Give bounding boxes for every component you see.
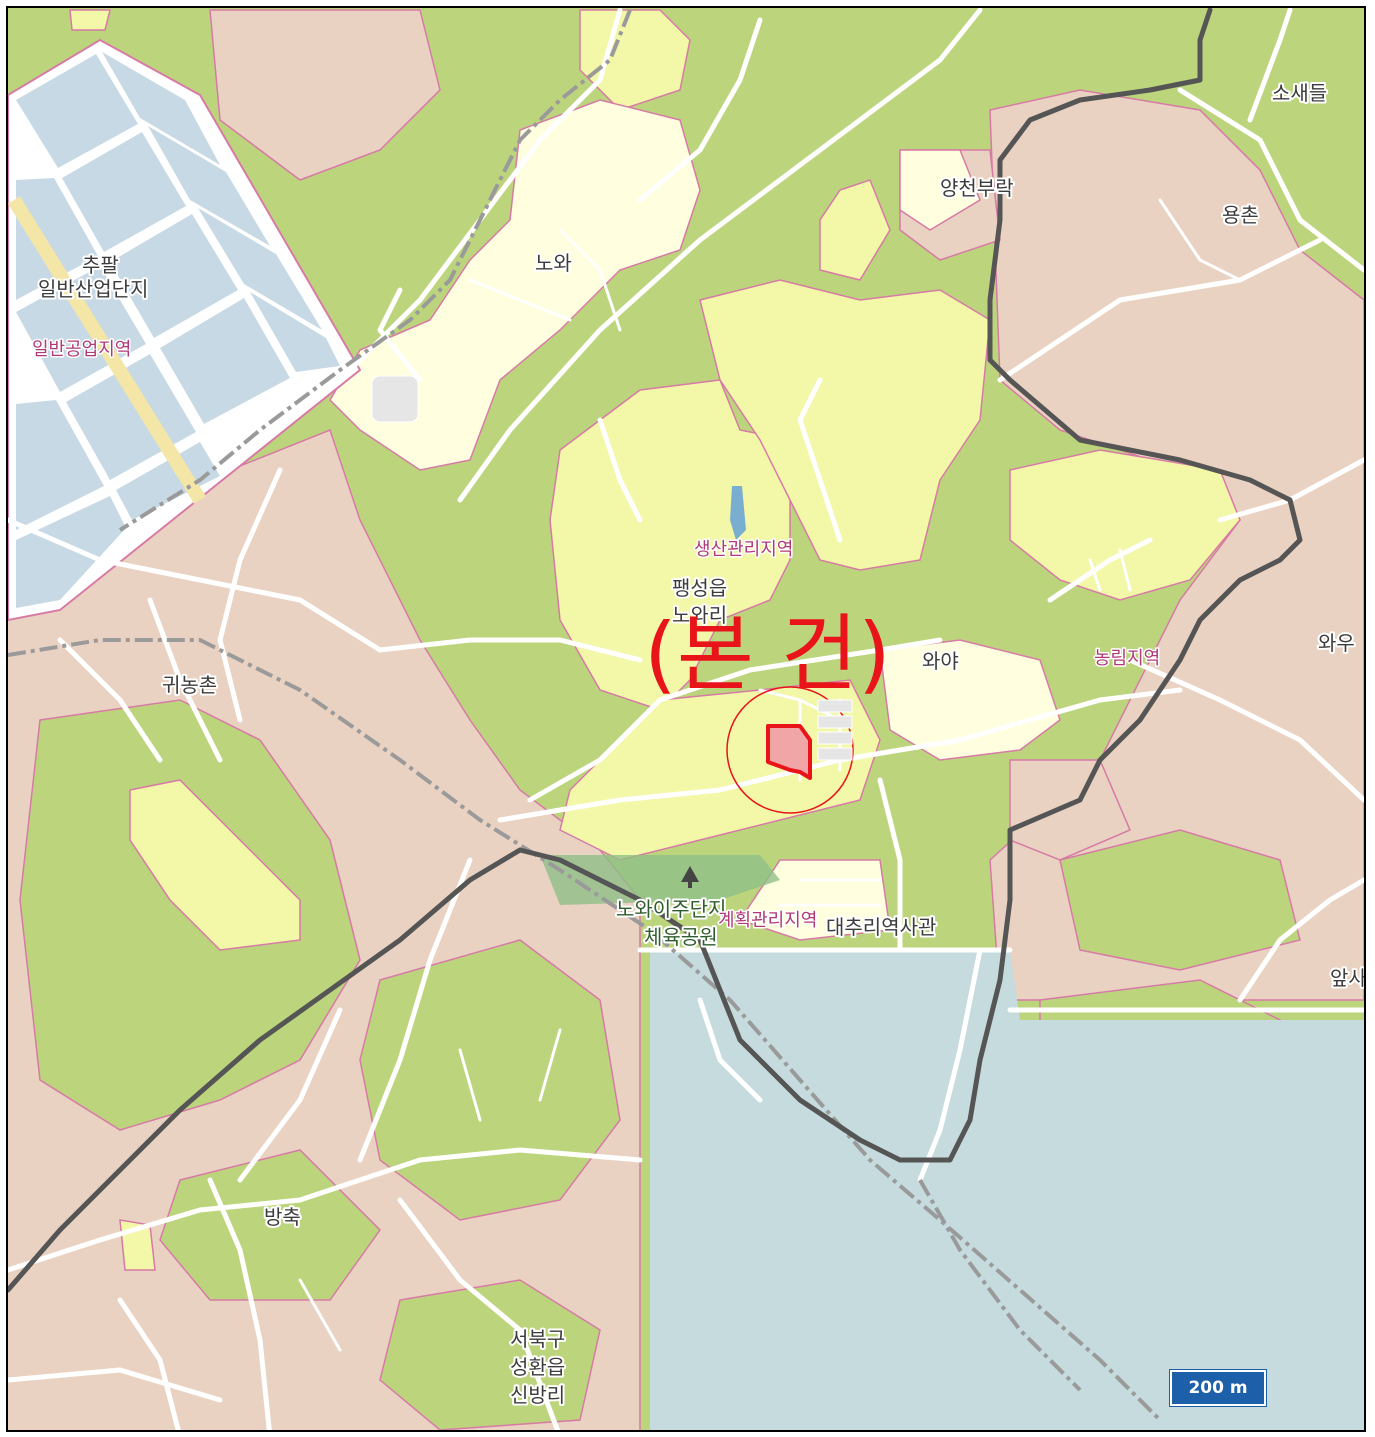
building-blocks bbox=[371, 375, 853, 761]
label-subject: (본 건) bbox=[644, 605, 891, 703]
label-yangcheonburak: 양천부락 bbox=[940, 176, 1014, 200]
label-nowa: 노와 bbox=[535, 251, 572, 275]
minor-roads bbox=[298, 198, 1242, 1352]
label-park-type: 체육공원 bbox=[644, 925, 718, 949]
label-industrial-zone: 일반공업지역 bbox=[32, 339, 131, 360]
label-park-name: 노와이주단지 bbox=[616, 897, 726, 921]
label-wau: 와우 bbox=[1318, 631, 1355, 655]
label-forest-zone: 농림지역 bbox=[1094, 648, 1160, 669]
park-area bbox=[540, 855, 780, 905]
water-body bbox=[650, 950, 1364, 1430]
scale-bar: 200 m bbox=[1170, 1370, 1266, 1406]
admin-boundary-gray bbox=[8, 9, 1162, 1422]
label-apsa: 앞사 bbox=[1330, 966, 1367, 990]
admin-boundary-dark bbox=[8, 8, 1303, 1293]
scale-bar-label: 200 m bbox=[1188, 1378, 1248, 1398]
label-sinbangri: 신방리 bbox=[510, 1383, 565, 1407]
label-sosaedeul: 소새들 bbox=[1272, 81, 1327, 105]
label-seonghwan: 성환읍 bbox=[510, 1355, 565, 1379]
label-chupal: 추팔 bbox=[82, 253, 119, 277]
label-seobukgu: 서북구 bbox=[510, 1327, 565, 1351]
subject-parcel[interactable] bbox=[766, 724, 812, 780]
label-chupal-complex: 일반산업단지 bbox=[38, 277, 148, 301]
label-production-zone: 생산관리지역 bbox=[694, 539, 793, 560]
label-gwinongchon: 귀농촌 bbox=[162, 673, 217, 697]
industrial-complex bbox=[8, 38, 362, 622]
subject-circle bbox=[726, 686, 854, 814]
label-waya: 와야 bbox=[922, 649, 959, 673]
label-paengseong-nowari: 노와리 bbox=[672, 603, 727, 627]
label-daechuri: 대추리역사관 bbox=[826, 915, 936, 939]
small-pond bbox=[730, 486, 746, 540]
label-bangchuk: 방축 bbox=[264, 1205, 301, 1229]
label-planning-zone: 계획관리지역 bbox=[718, 910, 817, 931]
road-network bbox=[8, 8, 1364, 1430]
label-paengseong: 팽성읍 bbox=[672, 576, 727, 600]
tree-icon bbox=[681, 866, 699, 888]
residential-areas bbox=[329, 99, 1061, 941]
label-yongchon: 용촌 bbox=[1222, 203, 1259, 227]
